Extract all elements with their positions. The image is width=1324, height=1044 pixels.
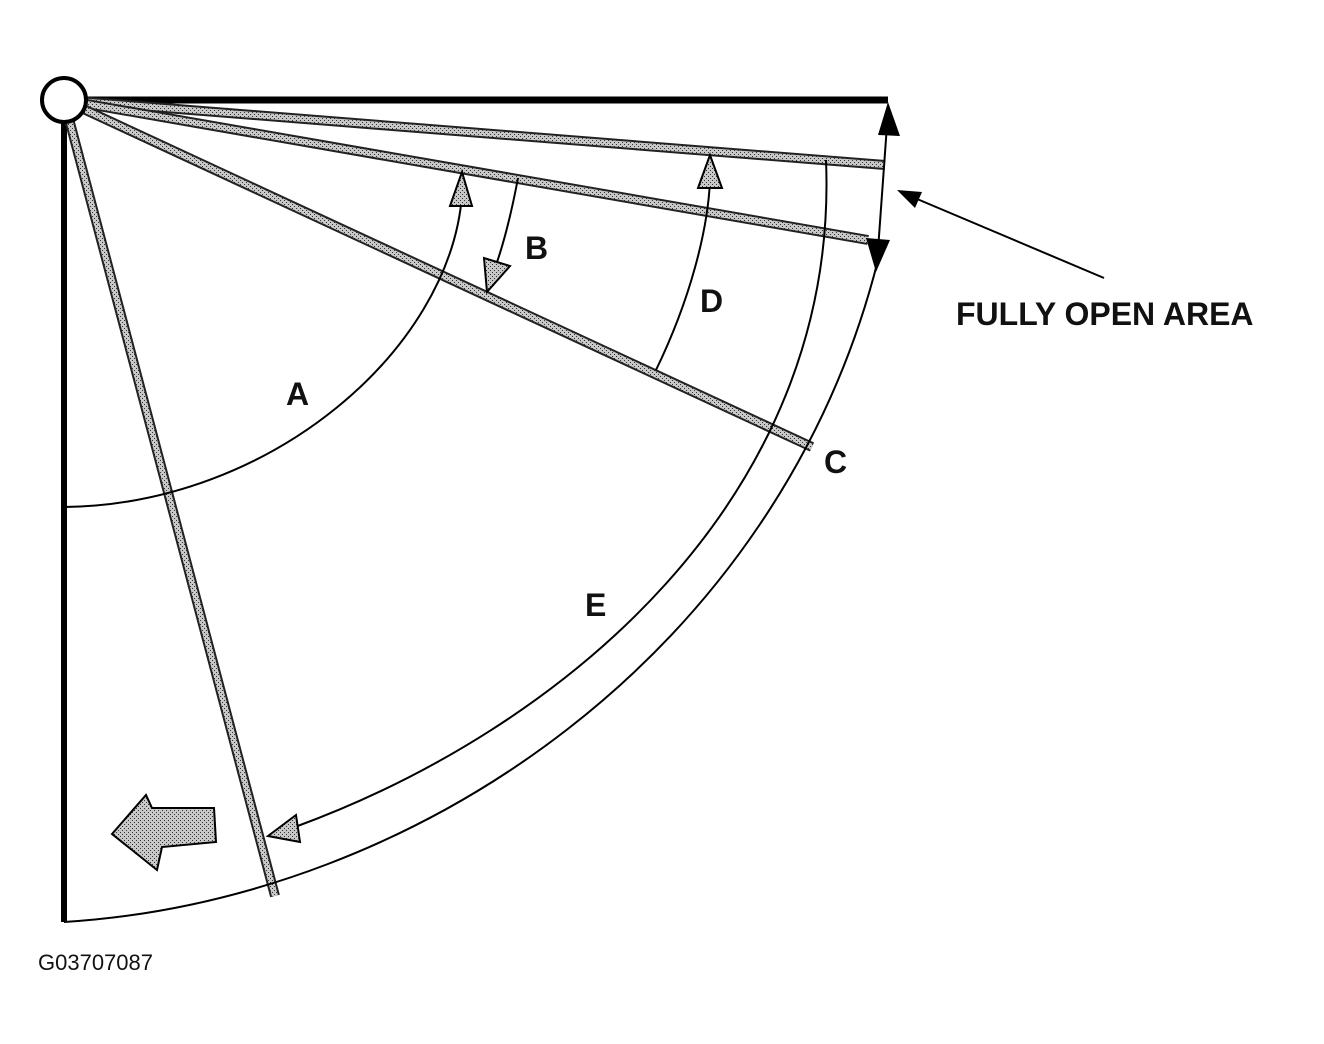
angle-d-arrowhead bbox=[696, 152, 724, 189]
callout-leader-arrowhead bbox=[897, 190, 922, 208]
door-position-line-1 bbox=[63, 95, 886, 170]
figure-id: G03707087 bbox=[38, 950, 153, 975]
door-position-line-4 bbox=[59, 98, 280, 898]
fully-open-up-arrowhead bbox=[878, 102, 900, 136]
fully-open-area-dimension-line bbox=[877, 124, 888, 251]
door-position-line-2 bbox=[63, 95, 869, 245]
callout-leader-line bbox=[909, 195, 1105, 279]
direction-arrow-icon bbox=[110, 793, 218, 872]
angle-e-arrowhead bbox=[265, 813, 302, 844]
label-e: E bbox=[585, 587, 606, 623]
outer-sweep-arc bbox=[63, 259, 879, 923]
door-position-line-3 bbox=[61, 95, 815, 452]
angle-b-arrowhead bbox=[482, 256, 512, 295]
angle-e-arc bbox=[294, 159, 828, 828]
label-c: C bbox=[824, 444, 847, 480]
angle-a-arc bbox=[63, 194, 463, 508]
angle-b-arc bbox=[494, 177, 519, 269]
fully-open-area-label: FULLY OPEN AREA bbox=[956, 296, 1254, 332]
angle-d-arc bbox=[655, 179, 711, 371]
label-b: B bbox=[525, 230, 548, 266]
angle-a-arrowhead bbox=[448, 168, 474, 207]
fully-open-down-arrowhead bbox=[866, 238, 890, 272]
label-d: D bbox=[700, 283, 723, 319]
hinge-pivot bbox=[40, 76, 88, 124]
label-a: A bbox=[286, 376, 309, 412]
